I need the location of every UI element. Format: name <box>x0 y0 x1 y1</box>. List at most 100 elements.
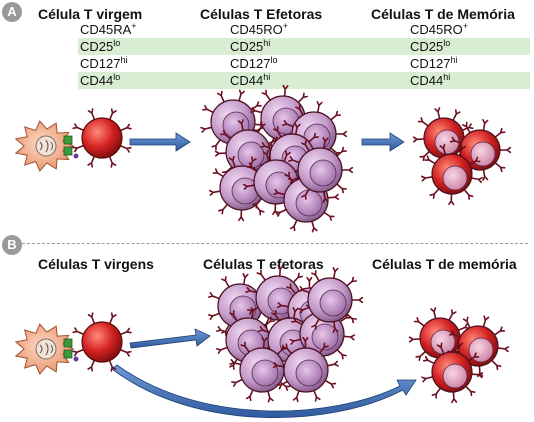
tcr-receptor <box>229 310 238 322</box>
tcr-receptor <box>228 155 236 168</box>
tcr-receptor <box>448 309 457 321</box>
tcr-receptor <box>272 362 286 369</box>
tcr-receptor <box>327 193 340 200</box>
tcr-receptor <box>341 166 354 174</box>
tcr-receptor <box>417 117 429 127</box>
marker-row: CD45RO+ <box>410 21 469 38</box>
tcr-receptor <box>119 123 132 132</box>
tcr-receptor <box>283 150 291 163</box>
tcr-receptor <box>286 283 297 295</box>
tcr-receptor <box>343 334 356 341</box>
panel-a-badge: A <box>2 2 22 22</box>
tcr-receptor <box>216 326 229 334</box>
memory-marker-list: CD45RO+ CD25lo CD127hi CD44hi <box>410 21 468 89</box>
tcr-receptor <box>351 296 364 304</box>
tcr-receptor <box>458 144 466 157</box>
tcr-receptor <box>246 162 259 172</box>
tcr-receptor <box>482 315 490 328</box>
effector-cell-a-8 <box>288 137 354 203</box>
tcr-receptor <box>301 188 310 200</box>
tcr-receptor <box>87 155 95 168</box>
tcr-receptor <box>276 302 290 309</box>
tcr-receptor <box>216 346 229 354</box>
tcr-receptor <box>335 130 348 138</box>
tcr-receptor <box>302 336 309 349</box>
panel-divider <box>22 243 528 244</box>
tcr-receptor <box>482 119 489 132</box>
tcr-receptor <box>434 107 441 120</box>
panel-b-badge: B <box>2 235 22 255</box>
mhc-molecule <box>63 146 73 156</box>
tcr-receptor <box>202 105 214 114</box>
tcr-receptor <box>229 358 238 370</box>
tcr-receptor <box>449 136 462 144</box>
tcr-receptor <box>452 109 461 121</box>
apc-nucleus <box>35 338 57 360</box>
tcr-receptor <box>250 107 263 114</box>
tcr-receptor <box>412 136 425 143</box>
tcr-receptor <box>275 208 287 217</box>
tcr-receptor <box>119 145 132 153</box>
tcr-receptor <box>87 108 96 121</box>
mhc-molecule <box>63 338 73 348</box>
tcr-receptor <box>221 276 230 288</box>
tcr-receptor <box>298 306 311 314</box>
tcr-receptor <box>109 108 117 121</box>
marker-row: CD25lo <box>80 38 121 55</box>
apc-cell-b <box>14 323 79 375</box>
effector-cell-b-0 <box>208 273 274 339</box>
tcr-receptor <box>119 349 132 357</box>
tcr-receptor <box>336 183 347 194</box>
tcr-receptor <box>87 359 95 372</box>
tcr-receptor <box>256 269 266 281</box>
costimulator <box>73 153 79 159</box>
tcr-receptor <box>87 312 96 325</box>
tcr-receptor <box>214 150 227 157</box>
tcr-receptor <box>306 276 313 289</box>
cell-nucleus <box>295 189 323 217</box>
tcr-receptor <box>336 146 347 157</box>
tcr-receptor <box>273 126 282 138</box>
tcr-receptor <box>276 380 288 390</box>
tcr-receptor <box>258 326 271 334</box>
tcr-receptor <box>421 376 434 383</box>
tcr-receptor <box>277 264 284 277</box>
tcr-receptor <box>467 352 480 362</box>
tcr-receptor <box>208 292 221 300</box>
tcr-receptor <box>470 177 483 184</box>
tcr-receptor <box>408 336 421 343</box>
tcr-receptor <box>245 389 254 402</box>
tcr-receptor <box>330 110 341 121</box>
tcr-receptor <box>229 359 242 366</box>
tcr-receptor <box>301 140 310 152</box>
tcr-receptor <box>319 342 329 354</box>
tcr-receptor <box>108 359 117 372</box>
tcr-receptor <box>250 101 262 111</box>
tcr-receptor <box>211 139 221 151</box>
tcr-receptor <box>316 101 323 114</box>
tcr-receptor <box>108 155 117 168</box>
tcr-receptor <box>420 175 433 182</box>
tcr-receptor <box>261 89 271 101</box>
tcr-receptor <box>242 273 249 286</box>
tcr-receptor <box>497 346 510 353</box>
tcr-receptor <box>311 270 320 282</box>
arrow-naive-to-effector-a <box>129 132 191 152</box>
cell-nucleus <box>251 359 279 387</box>
marker-row: CD44hi <box>230 72 271 89</box>
tcr-receptor <box>465 385 476 397</box>
tcr-receptor <box>282 343 293 355</box>
memory-cell-b-2 <box>421 341 484 404</box>
tcr-receptor <box>292 390 300 403</box>
effector-cell-b-6 <box>229 336 296 403</box>
tcr-receptor <box>471 372 484 379</box>
tcr-receptor <box>462 121 471 134</box>
arrow-effector-to-memory-a <box>361 132 405 152</box>
tcr-receptor <box>322 190 329 203</box>
tcr-receptor <box>494 162 506 173</box>
tcr-receptor <box>295 104 304 116</box>
tcr-receptor <box>346 313 357 324</box>
tcr-receptor <box>289 338 302 345</box>
cell-membrane <box>81 321 123 363</box>
tcr-receptor <box>436 342 445 355</box>
